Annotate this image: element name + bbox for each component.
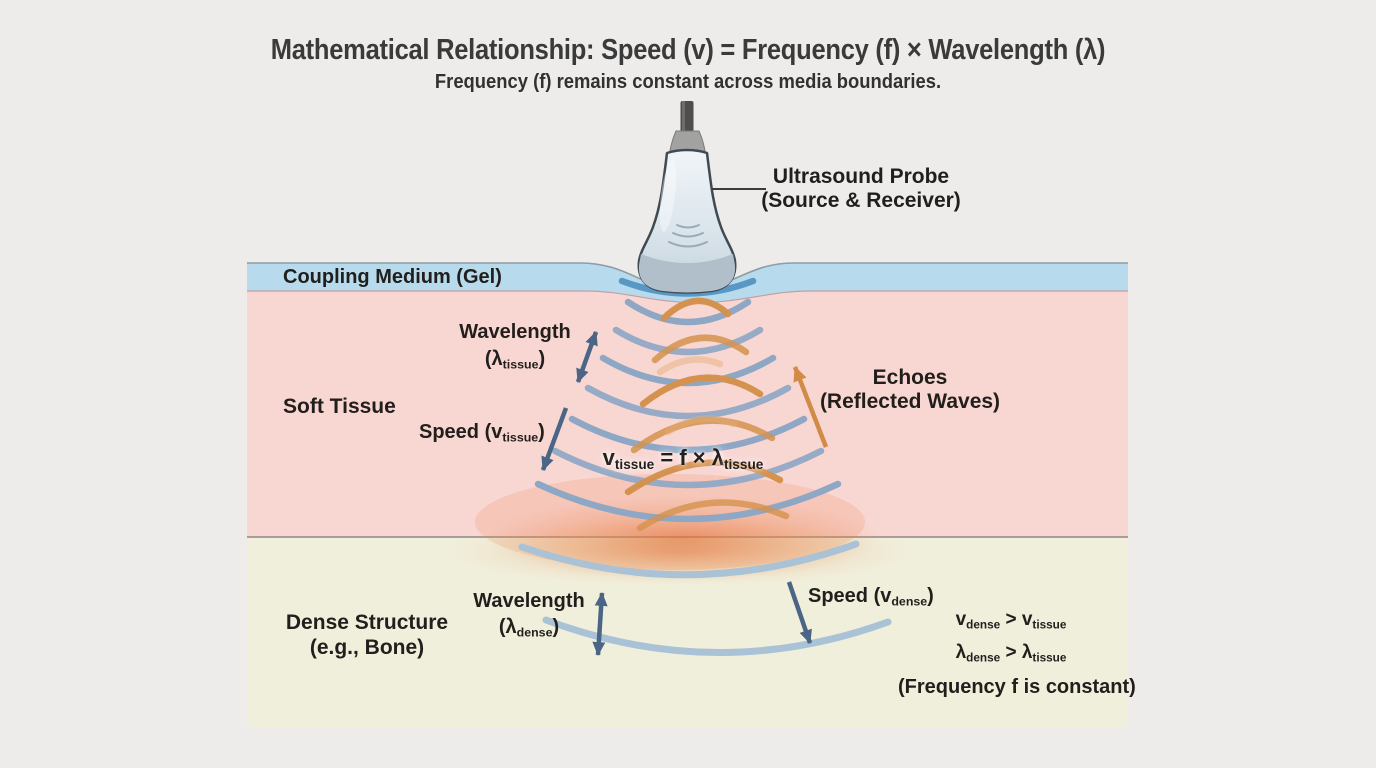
diagram-subtitle: Frequency (f) remains constant across me… (434, 71, 942, 93)
wavelength-tissue-label: Wavelength (λtissue) (459, 321, 571, 372)
probe-label-line2: (Source & Receiver) (761, 189, 961, 212)
tissue-formula: vtissue = f × λtissue (602, 445, 764, 472)
speed-tissue-label: Speed (vtissue) (419, 421, 545, 445)
speed-tissue-arrow-icon (540, 407, 569, 471)
speed-dense-arrow-icon (786, 581, 813, 644)
soft-tissue-label: Soft Tissue (283, 395, 396, 418)
ultrasound-probe-graphic (637, 101, 737, 294)
velocity-comparison: vdense > vtissue (955, 609, 1067, 632)
transmitted-wave-arcs (534, 298, 842, 523)
wavelength-dense-arrow-icon (592, 592, 608, 656)
echoes-arrow-icon (792, 366, 829, 448)
gel-layer-label: Coupling Medium (Gel) (283, 266, 502, 288)
speed-dense-label: Speed (vdense) (808, 585, 934, 609)
comparison-block: vdense > vtissue λdense > λtissue (Frequ… (898, 606, 1136, 701)
echo-wave-arcs (624, 297, 790, 532)
probe-foot (638, 254, 736, 293)
wavelength-dense-label: Wavelength (λdense) (473, 590, 585, 640)
dense-structure-label: Dense Structure (e.g., Bone) (285, 611, 449, 659)
frequency-constant-note: (Frequency f is constant) (898, 675, 1136, 698)
wavelength-comparison: λdense > λtissue (955, 642, 1067, 665)
diagram-title: Mathematical Relationship: Speed (v) = F… (270, 34, 1106, 66)
dense-wave-arcs (518, 540, 892, 656)
echoes-label: Echoes (Reflected Waves) (819, 366, 1001, 413)
wavelength-tissue-arrow-icon (575, 331, 599, 383)
probe-label: Ultrasound Probe (Source & Receiver) (758, 165, 964, 213)
probe-label-line1: Ultrasound Probe (772, 165, 950, 188)
probe-detail-lines (668, 224, 708, 248)
